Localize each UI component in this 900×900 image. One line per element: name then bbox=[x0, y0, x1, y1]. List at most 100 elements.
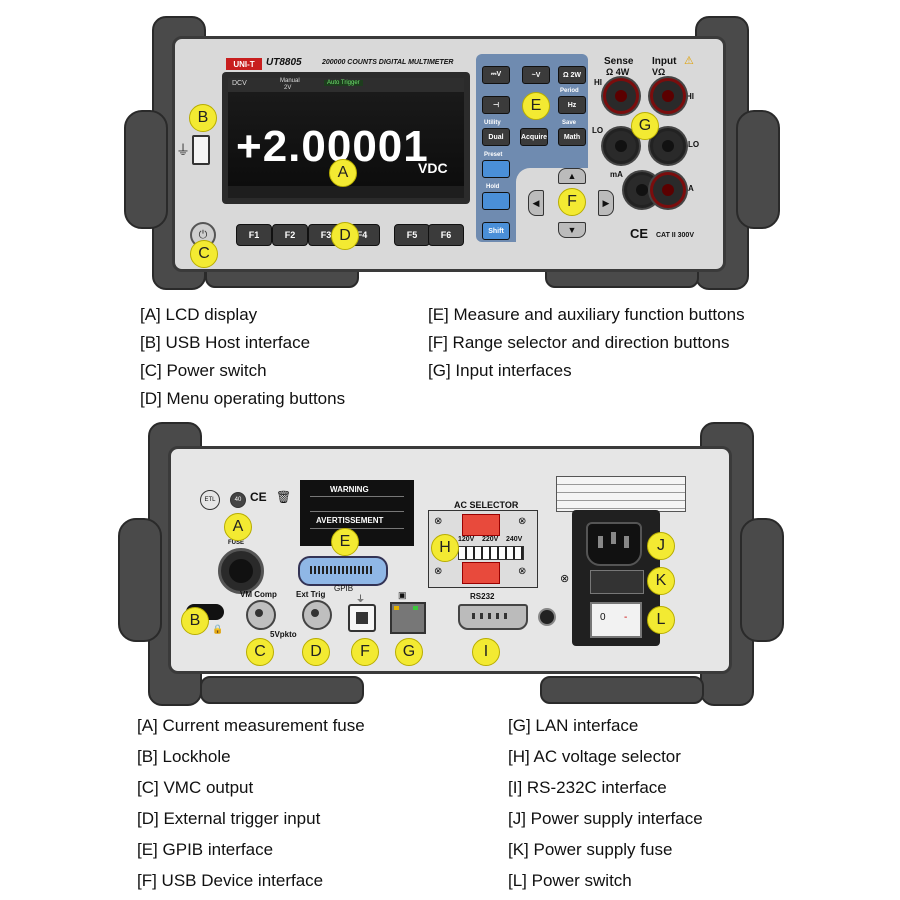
input-sub-label: VΩ bbox=[652, 67, 666, 77]
lo-label-right: LO bbox=[688, 140, 700, 149]
hz-button[interactable]: Hz bbox=[558, 96, 586, 114]
preset-label: Preset bbox=[484, 152, 503, 158]
lan-led-right bbox=[413, 606, 418, 610]
inlet-pin-left bbox=[598, 536, 603, 548]
fuse-label: FUSE bbox=[228, 540, 245, 546]
vm-comp-bnc[interactable] bbox=[246, 600, 276, 630]
ext-trig-bnc[interactable] bbox=[302, 600, 332, 630]
callout-letter: G bbox=[402, 643, 416, 660]
a-jack[interactable] bbox=[650, 172, 686, 208]
function-key-f1[interactable]: F1 bbox=[236, 224, 272, 246]
rear-legend-c: [C] VMC output bbox=[137, 778, 254, 797]
acv-button[interactable]: ~V bbox=[522, 66, 550, 84]
power-fuse-drawer[interactable] bbox=[590, 570, 644, 594]
function-key-f5[interactable]: F5 bbox=[394, 224, 430, 246]
input-hi-jack[interactable] bbox=[650, 78, 686, 114]
screw-top-left-icon: ⊗ bbox=[434, 516, 443, 527]
acquire-button[interactable]: Acquire bbox=[520, 128, 548, 146]
voltage-dip-switches[interactable] bbox=[458, 546, 524, 560]
ground-terminal[interactable] bbox=[538, 608, 556, 626]
hold-button[interactable] bbox=[482, 192, 510, 210]
front-legend-f: [F] Range selector and direction buttons bbox=[428, 333, 730, 352]
recycle-40-mark: 40 bbox=[230, 492, 246, 508]
callout-letter: G bbox=[638, 117, 652, 134]
arrow-right-button[interactable]: ▶ bbox=[598, 190, 614, 216]
period-label: Period bbox=[560, 88, 579, 94]
lo-label-left: LO bbox=[592, 126, 604, 135]
front-side-bracket-left bbox=[124, 110, 168, 229]
ce-mark: CE bbox=[630, 226, 649, 241]
front-callout-g: G bbox=[631, 112, 659, 140]
rear-legend-j: [J] Power supply interface bbox=[508, 809, 703, 828]
current-fuse-holder[interactable] bbox=[218, 548, 264, 594]
rocker-switch[interactable]: 0 - bbox=[590, 602, 642, 638]
callout-letter: J bbox=[657, 537, 665, 554]
vm-comp-label: VM Comp bbox=[240, 590, 277, 599]
usb-host-port[interactable] bbox=[192, 135, 210, 165]
shift-button[interactable]: Shift bbox=[482, 222, 510, 240]
math-button[interactable]: Math bbox=[558, 128, 586, 146]
power-inlet[interactable] bbox=[586, 522, 642, 566]
rear-ce-mark: CE bbox=[250, 490, 267, 504]
callout-letter: E bbox=[339, 533, 351, 550]
front-callout-e: E bbox=[522, 92, 550, 120]
arrow-left-button[interactable]: ◀ bbox=[528, 190, 544, 216]
ac-selector-switch-top[interactable] bbox=[462, 514, 500, 536]
power-screw-left-icon: ⊗ bbox=[560, 573, 570, 585]
usb-device-icon: ⏚ bbox=[356, 594, 366, 604]
usb-device-port[interactable] bbox=[348, 604, 376, 632]
rear-legend-f: [F] USB Device interface bbox=[137, 871, 324, 890]
a-label: A bbox=[688, 184, 694, 193]
avertissement-title: AVERTISSEMENT bbox=[316, 516, 384, 525]
lan-port[interactable] bbox=[390, 602, 426, 634]
function-key-f6[interactable]: F6 bbox=[428, 224, 464, 246]
lan-led-left bbox=[394, 606, 399, 610]
usb-icon: ⏚ bbox=[176, 142, 190, 158]
arrow-up-button[interactable]: ▲ bbox=[558, 168, 586, 184]
fuse-slot bbox=[229, 559, 253, 583]
front-callout-c: C bbox=[190, 240, 218, 268]
front-legend-d: [D] Menu operating buttons bbox=[140, 389, 346, 408]
dual-button[interactable]: Dual bbox=[482, 128, 510, 146]
screw-bottom-right-icon: ⊗ bbox=[518, 566, 527, 577]
lan-icon: ▣ bbox=[398, 590, 407, 600]
preset-button[interactable] bbox=[482, 160, 510, 178]
callout-letter: B bbox=[189, 612, 201, 629]
arrow-down-button[interactable]: ▼ bbox=[558, 222, 586, 238]
callout-letter: I bbox=[483, 643, 489, 660]
gpib-connector[interactable] bbox=[298, 556, 388, 586]
rs232-port[interactable] bbox=[458, 604, 528, 630]
rear-legend-i: [I] RS-232C interface bbox=[508, 778, 667, 797]
callout-letter: D bbox=[310, 643, 322, 660]
vpkto-label: 5Vpkto bbox=[270, 630, 297, 639]
rear-legend-g: [G] LAN interface bbox=[508, 716, 639, 735]
gpib-pins bbox=[310, 566, 372, 574]
rear-legend-l: [L] Power switch bbox=[508, 871, 632, 890]
callout-letter: E bbox=[530, 97, 542, 114]
input-lo-jack[interactable] bbox=[650, 128, 686, 164]
rs232-pins bbox=[472, 613, 512, 619]
rear-callout-j: J bbox=[647, 532, 675, 560]
function-key-f2[interactable]: F2 bbox=[272, 224, 308, 246]
hold-label: Hold bbox=[486, 184, 500, 190]
rear-legend-a: [A] Current measurement fuse bbox=[137, 716, 365, 735]
sense-label: Sense bbox=[604, 56, 634, 67]
ac-selector-switch-bottom[interactable] bbox=[462, 562, 500, 584]
front-callout-d: D bbox=[331, 222, 359, 250]
voltage-label-240: 240V bbox=[506, 536, 523, 543]
callout-letter: D bbox=[339, 227, 351, 244]
input-label: Input bbox=[652, 56, 677, 67]
callout-letter: A bbox=[337, 164, 349, 181]
continuity-button[interactable]: ⊣ bbox=[482, 96, 510, 114]
dcv-button[interactable]: ⎓V bbox=[482, 66, 510, 84]
sense-hi-jack[interactable] bbox=[603, 78, 639, 114]
ohm-2w-button[interactable]: Ω 2W bbox=[558, 66, 586, 84]
rear-callout-b: B bbox=[181, 607, 209, 635]
rear-callout-l: L bbox=[647, 606, 675, 634]
utility-label: Utility bbox=[484, 120, 501, 126]
lock-icon: 🔒 bbox=[212, 624, 224, 634]
rear-legend-d: [D] External trigger input bbox=[137, 809, 321, 828]
fuse-rating-table bbox=[556, 476, 686, 512]
front-legend-a: [A] LCD display bbox=[140, 305, 258, 324]
rear-callout-k: K bbox=[647, 567, 675, 595]
